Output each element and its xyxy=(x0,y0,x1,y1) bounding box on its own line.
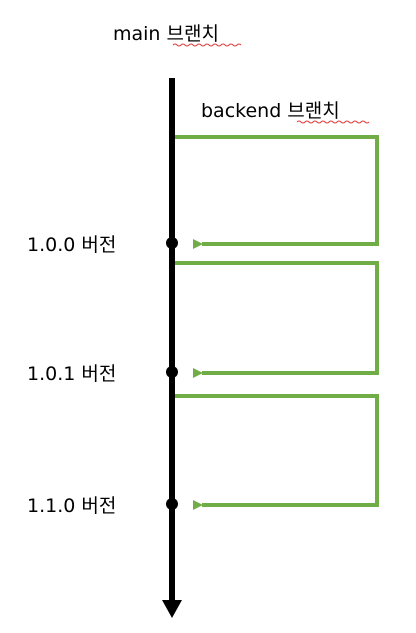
backend-branch-label: backend 브랜치 xyxy=(201,100,340,122)
version-label-1-0-0: 1.0.0 버전 xyxy=(27,234,116,256)
backend-branch-label-underline xyxy=(296,120,370,124)
main-branch-label: main 브랜치 xyxy=(113,23,219,45)
backend-loop-1 xyxy=(175,135,379,249)
backend-loop-2 xyxy=(175,261,379,378)
backend-loop-3 xyxy=(175,394,379,510)
version-node-1-1-0 xyxy=(166,498,178,510)
version-label-1-1-0: 1.1.0 버전 xyxy=(27,495,116,517)
main-branch-label-underline xyxy=(172,43,242,47)
main-branch-arrowhead xyxy=(162,600,182,618)
version-label-1-0-1: 1.0.1 버전 xyxy=(27,363,116,385)
version-node-1-0-1 xyxy=(166,366,178,378)
version-node-1-0-0 xyxy=(166,237,178,249)
